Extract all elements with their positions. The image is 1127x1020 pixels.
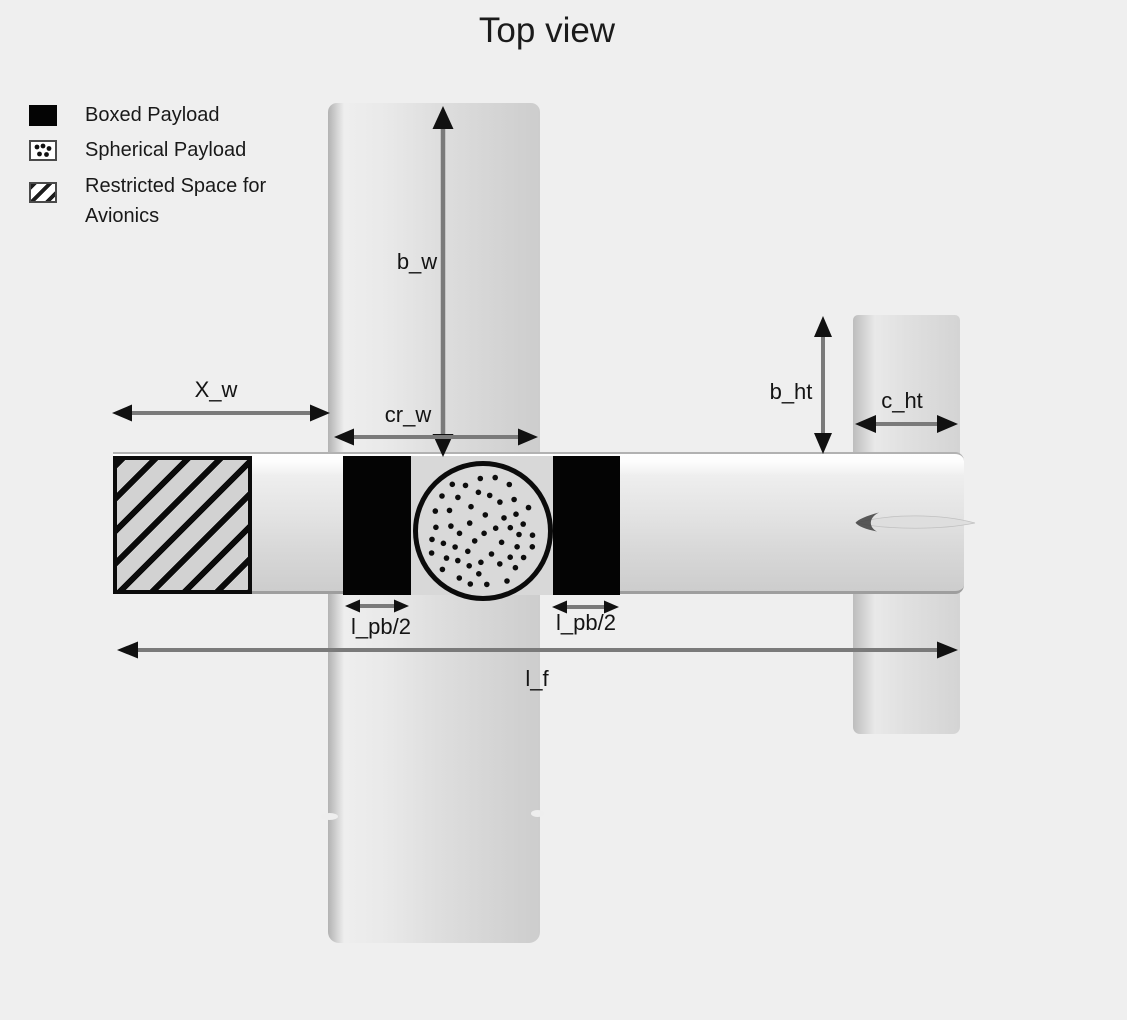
dim-label-payload-half-right: l_pb/2	[556, 610, 616, 635]
dim-label-htail-chord: c_ht	[881, 388, 923, 413]
dim-label-payload-half-left: l_pb/2	[351, 614, 411, 639]
arrowhead-X_w	[112, 404, 132, 422]
arrowhead-b_ht	[814, 433, 832, 454]
dim-label-root-chord: cr_w	[384, 402, 432, 427]
dim-label-htail-span: b_ht	[769, 379, 813, 404]
diagram-title: Top view	[478, 11, 616, 50]
spherical-payload-bay	[411, 456, 553, 595]
arrowhead-b_ht	[814, 316, 832, 337]
arrowhead-l_f	[117, 641, 138, 659]
arrowhead-X_w	[310, 404, 330, 422]
legend-item-spherical-payload: Spherical Payload	[29, 135, 246, 165]
legend-item-avionics: Restricted Space for Avionics	[29, 171, 293, 232]
legend-item-boxed-payload: Boxed Payload	[29, 100, 220, 130]
wing-panel-seam-left	[321, 813, 338, 820]
dim-label-fuselage-length: l_f	[525, 666, 549, 691]
wing-panel-seam-right	[531, 810, 544, 817]
avionics-hatch-swatch-icon	[29, 182, 57, 203]
dim-label-wing-position: X_w	[194, 377, 238, 402]
legend-label-boxed-payload: Boxed Payload	[85, 104, 220, 126]
legend-label-spherical-payload: Spherical Payload	[85, 139, 247, 161]
avionics-restricted-area	[113, 456, 252, 594]
spherical-payload-swatch-icon	[29, 139, 57, 161]
boxed-payload-swatch-icon	[29, 104, 57, 126]
legend-label-avionics: Restricted Space for Avionics	[85, 175, 267, 228]
dim-label-wing-span: b_w	[396, 249, 438, 274]
